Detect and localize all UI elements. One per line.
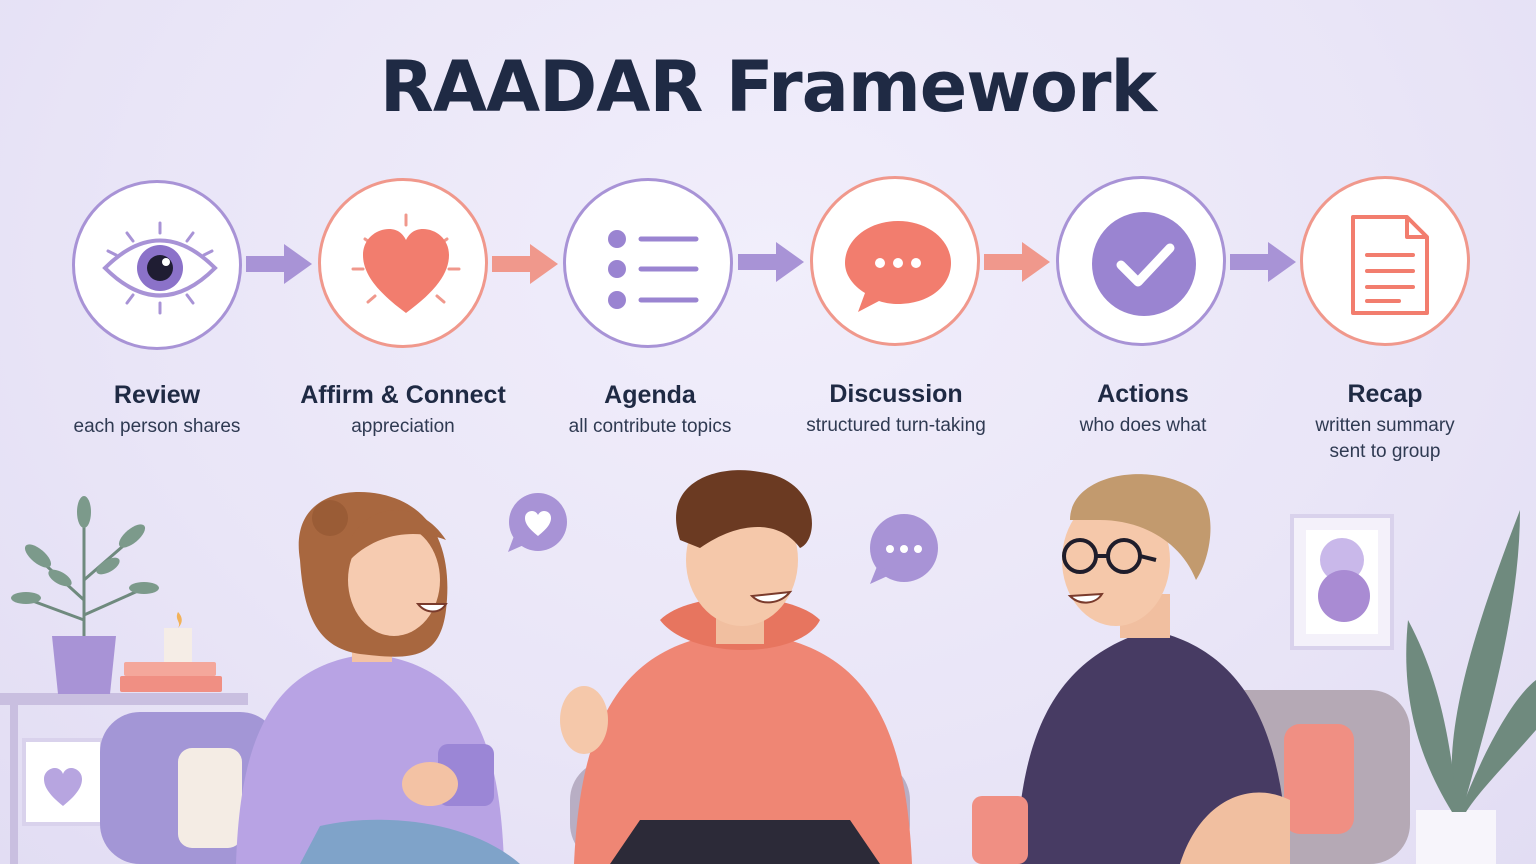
step-title: Actions (1097, 380, 1189, 408)
step-circle-actions (1056, 176, 1226, 346)
heart-bubble-icon (508, 493, 567, 552)
wall-frame (1290, 514, 1394, 650)
step-label-agenda: Agenda all contribute topics (530, 380, 770, 440)
dots-bubble-icon (870, 514, 938, 584)
step-title: Affirm & Connect (300, 381, 506, 409)
pillow (178, 748, 242, 848)
step-title: Discussion (829, 380, 963, 408)
arrow-icon (492, 244, 558, 284)
man-glasses-navy-shirt (972, 474, 1290, 864)
arrow-icon (738, 242, 804, 282)
meeting-illustration (0, 470, 1536, 864)
step-label-review: Review each person shares (37, 380, 277, 440)
step-subtitle: appreciation (351, 416, 455, 437)
step-label-affirm: Affirm & Connect appreciation (283, 380, 523, 440)
step-circle-affirm (318, 178, 488, 348)
step-subtitle-line: sent to group (1329, 441, 1441, 462)
step-title: Recap (1347, 380, 1423, 408)
step-subtitle: each person shares (73, 416, 241, 437)
step-subtitle: structured turn-taking (806, 415, 986, 436)
step-circle-discussion (810, 176, 980, 346)
arrow-icon (246, 244, 312, 284)
step-subtitle: who does what (1079, 415, 1207, 436)
step-subtitle-line: written summary (1315, 415, 1455, 436)
eye-icon (102, 221, 218, 315)
plant-left (11, 496, 159, 694)
arrow-icon (1230, 242, 1296, 282)
step-label-actions: Actions who does what (1023, 379, 1263, 439)
man-coral-hoodie (560, 470, 912, 864)
list-icon (608, 230, 699, 309)
checkmark-icon (1092, 212, 1196, 316)
step-subtitle: written summary sent to group (1265, 413, 1505, 465)
plant-right (1406, 510, 1536, 864)
step-label-recap: Recap written summary sent to group (1265, 379, 1505, 465)
speech-bubble-icon (845, 221, 951, 312)
step-circle-recap (1300, 176, 1470, 346)
document-icon (1351, 215, 1429, 315)
woman-lavender-sweater (236, 491, 520, 864)
step-circle-agenda (563, 178, 733, 348)
arrow-icon (984, 242, 1050, 282)
page-title: RAADAR Framework (379, 46, 1157, 128)
step-title: Review (113, 381, 201, 409)
step-title: Agenda (604, 381, 696, 409)
heart-icon (351, 213, 461, 313)
step-label-discussion: Discussion structured turn-taking (776, 379, 1016, 439)
step-circle-review (72, 180, 242, 350)
step-subtitle: all contribute topics (568, 416, 732, 437)
shelf-decor (0, 612, 248, 864)
cushion (1284, 724, 1354, 834)
